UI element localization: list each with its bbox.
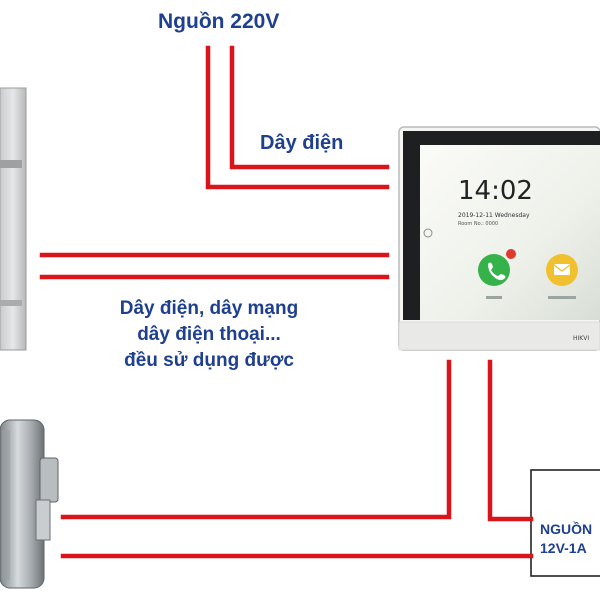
monitor-room-number: Room No.: 0000	[458, 221, 499, 227]
wire-monitor-to-psu	[487, 359, 534, 522]
cable-note-line-2: dây điện thoại...	[137, 324, 281, 345]
monitor-clock: 14:02	[458, 176, 533, 206]
indoor-monitor	[398, 126, 600, 351]
cable-note-label: Dây điện, dây mạng dây điện thoại... đều…	[96, 296, 322, 374]
monitor-date: 2019-12-11 Wednesday	[458, 212, 530, 219]
cable-note-line-1: Dây điện, dây mạng	[119, 298, 299, 319]
electric-lock	[0, 419, 59, 589]
power-supply-box	[530, 469, 600, 577]
cable-note-line-3: đều sử dụng được	[124, 350, 294, 371]
power-supply-label: NGUỒN 12V-1A	[540, 520, 592, 558]
microphone-icon	[423, 228, 433, 238]
power-supply-line-1: NGUỒN	[540, 521, 593, 537]
wire-220v-inner	[229, 45, 390, 170]
power-source-label: Nguồn 220V	[158, 10, 280, 33]
door-station	[0, 87, 27, 351]
call-icon	[478, 254, 510, 286]
power-supply-line-2: 12V-1A	[540, 540, 587, 556]
wire-220v-outer	[205, 45, 390, 190]
wire-label: Dây điện	[260, 132, 344, 154]
notification-badge	[506, 249, 516, 259]
wires	[39, 45, 534, 559]
wire-monitor-to-lock-1	[60, 359, 452, 520]
monitor-brand: HIKVI	[573, 335, 590, 342]
